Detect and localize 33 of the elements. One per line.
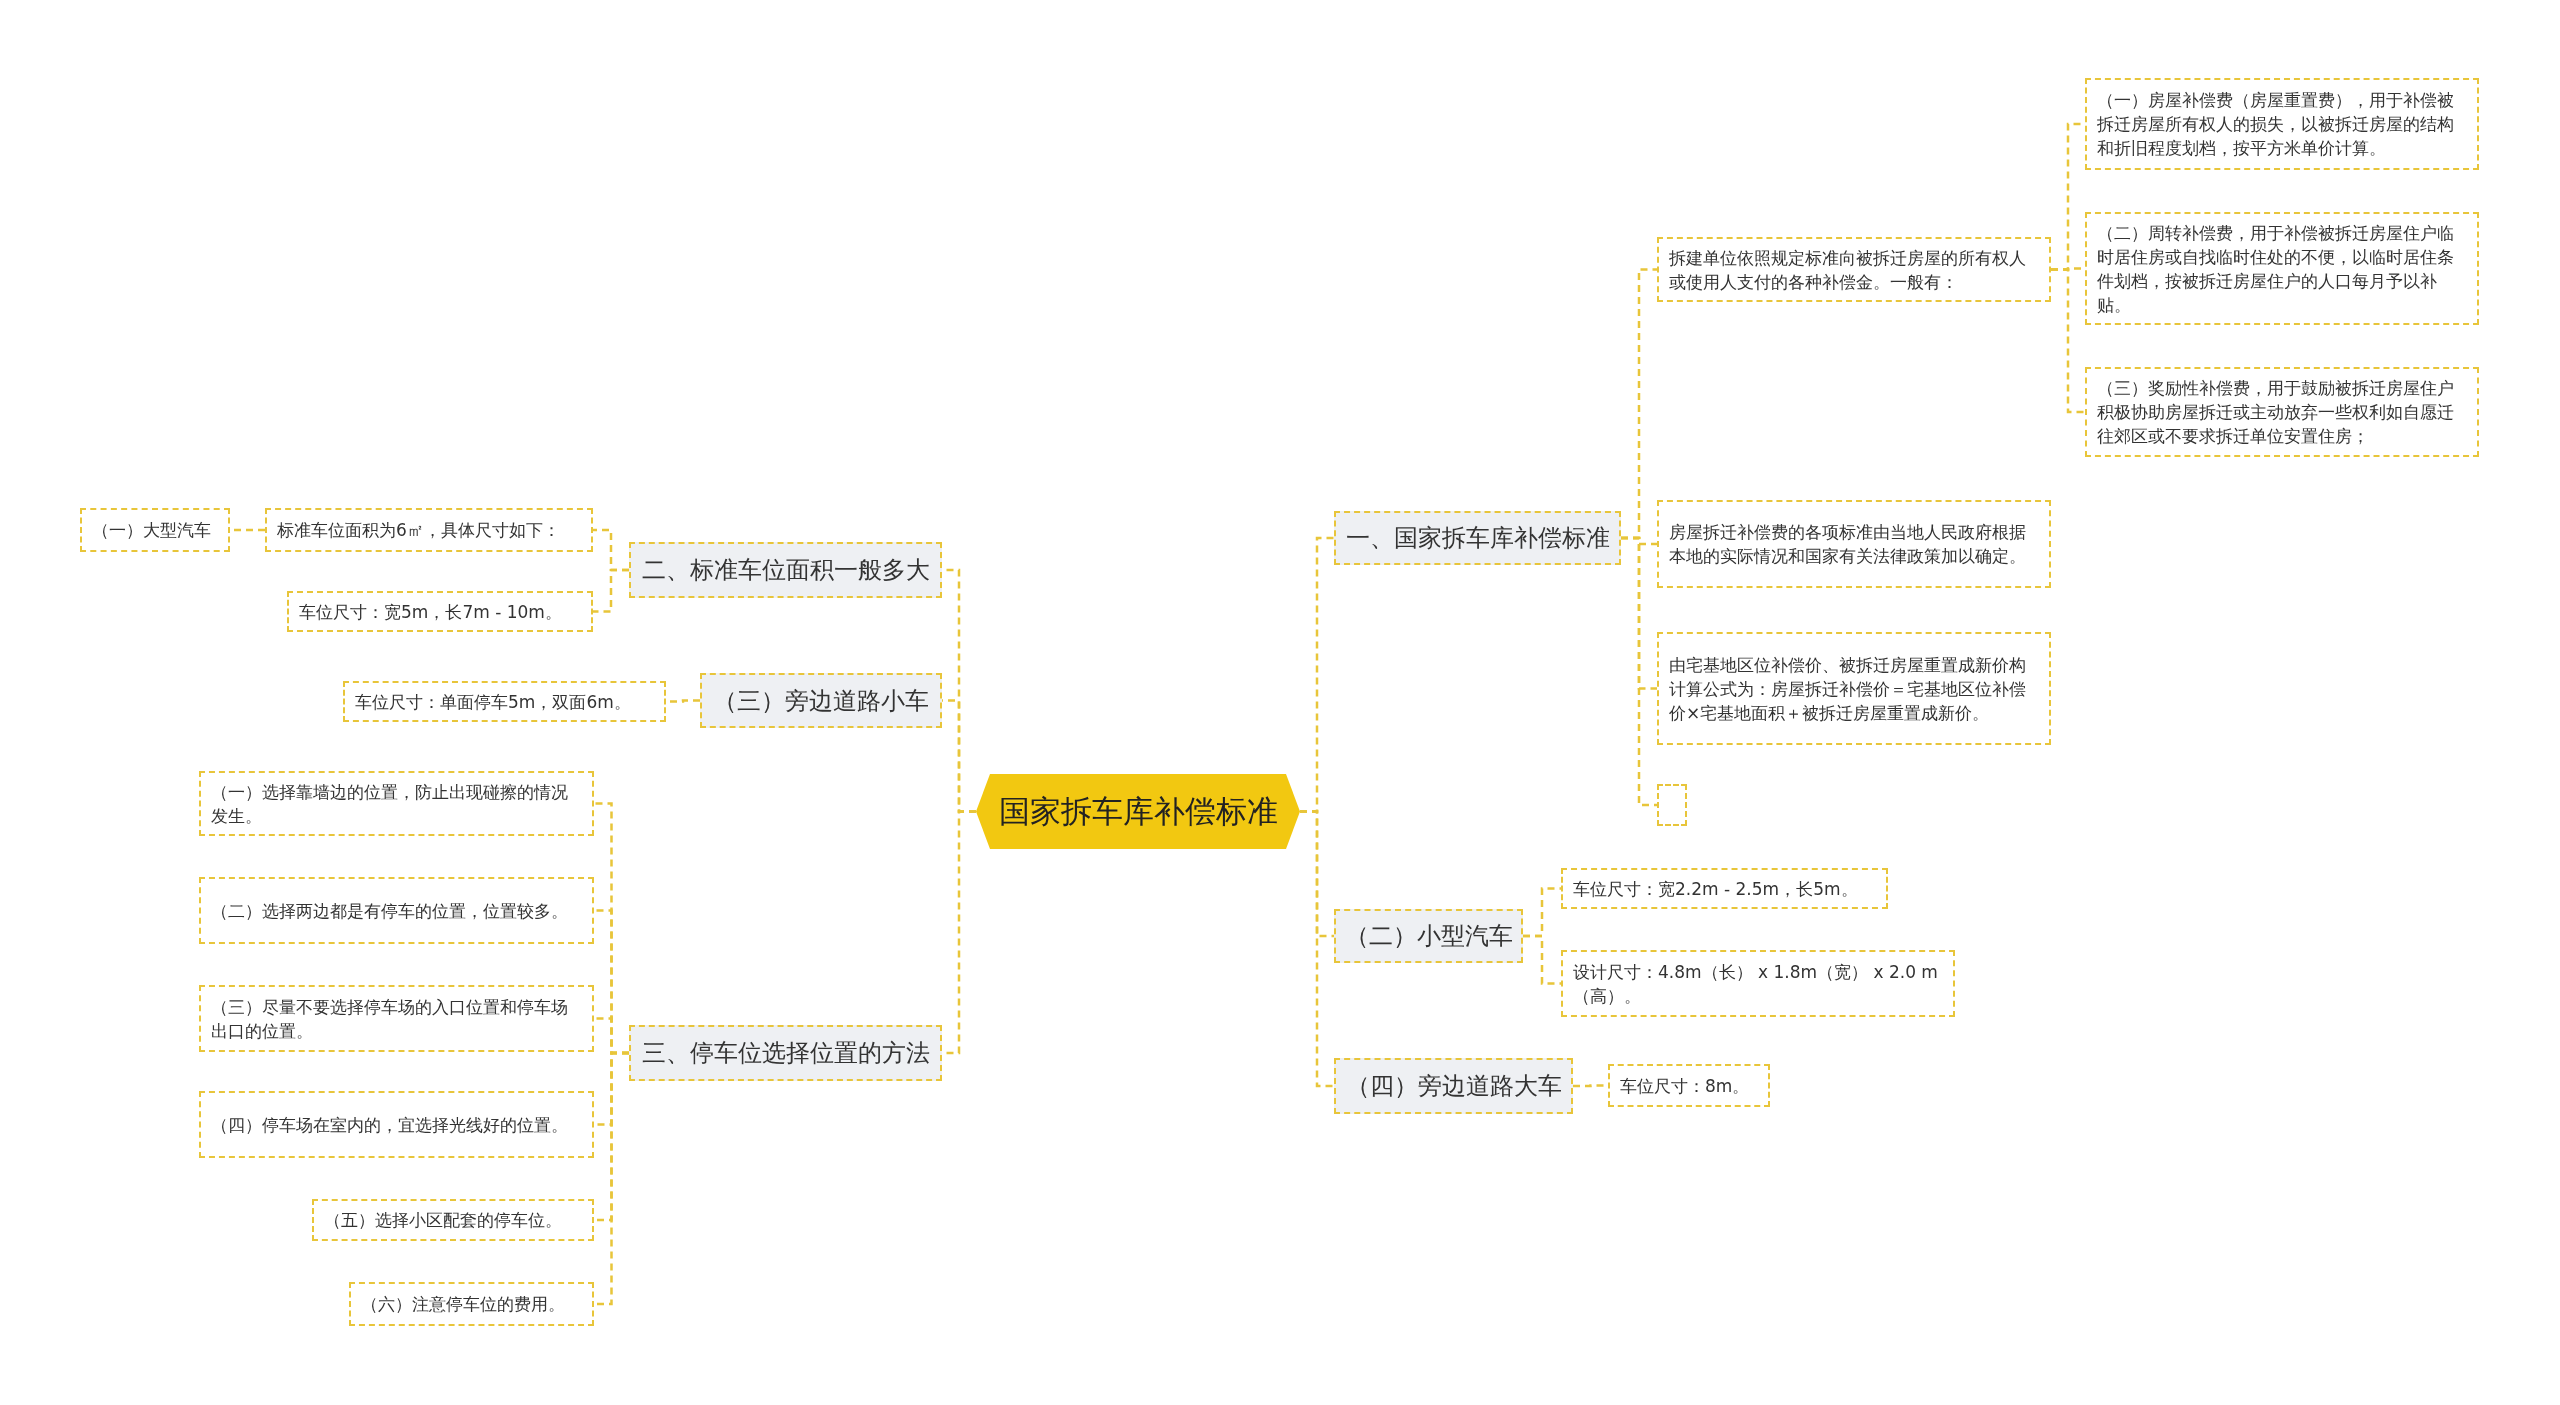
branch-box: （三）旁边道路小车 — [700, 673, 942, 728]
note-box: 设计尺寸：4.8m（长） x 1.8m（宽） x 2.0 m（高）。 — [1561, 950, 1955, 1017]
note-box: 车位尺寸：宽2.2m - 2.5m，长5m。 — [1561, 868, 1888, 909]
note-box: 标准车位面积为6㎡，具体尺寸如下： — [265, 508, 593, 552]
connector-line — [2051, 268, 2085, 414]
topic-hexagon: 国家拆车库补偿标准 — [976, 774, 1300, 849]
note-box: 房屋拆迁补偿费的各项标准由当地人民政府根据本地的实际情况和国家有关法律政策加以确定。 — [1657, 500, 2051, 588]
branch-box: （二）小型汽车 — [1334, 909, 1523, 963]
note-box: 车位尺寸：单面停车5m，双面6m。 — [343, 681, 666, 722]
connector-line — [593, 568, 629, 613]
branch-box: 三、停车位选择位置的方法 — [629, 1025, 942, 1081]
branch-box: 一、国家拆车库补偿标准 — [1334, 511, 1621, 565]
note-box: 由宅基地区位补偿价、被拆迁房屋重置成新价构计算公式为：房屋拆迁补偿价＝宅基地区位补偿价×宅基地面积＋被拆迁房屋重置成新价。 — [1657, 632, 2051, 745]
note-box: 车位尺寸：8m。 — [1608, 1064, 1770, 1107]
connector-line — [1523, 934, 1561, 985]
branch-box: （四）旁边道路大车 — [1334, 1058, 1573, 1114]
empty-box — [1657, 784, 1687, 826]
note-box: （一）房屋补偿费（房屋重置费），用于补偿被拆迁房屋所有权人的损失，以被拆迁房屋的结构和折旧程度划档，按平方米单价计算。 — [2085, 78, 2479, 170]
note-box: （六）注意停车位的费用。 — [349, 1282, 594, 1326]
note-box: （一）大型汽车 — [80, 508, 230, 552]
connector-line — [1300, 810, 1334, 1088]
connector-line — [594, 1051, 629, 1306]
note-box: （五）选择小区配套的停车位。 — [312, 1199, 594, 1241]
note-box: （二）周转补偿费，用于补偿被拆迁房屋住户临时居住房或自找临时住处的不便，以临时居住条件划档，按被拆迁房屋住户的人口每月予以补贴。 — [2085, 212, 2479, 325]
branch-box: 二、标准车位面积一般多大 — [629, 542, 942, 598]
note-box: （四）停车场在室内的，宜选择光线好的位置。 — [199, 1091, 594, 1158]
connector-line — [1621, 536, 1657, 807]
note-box: 车位尺寸：宽5m，长7m - 10m。 — [287, 591, 593, 632]
note-box: （一）选择靠墙边的位置，防止出现碰擦的情况发生。 — [199, 771, 594, 836]
note-box: （二）选择两边都是有停车的位置，位置较多。 — [199, 877, 594, 944]
note-box: 拆建单位依照规定标准向被拆迁房屋的所有权人或使用人支付的各种补偿金。一般有： — [1657, 237, 2051, 302]
note-box: （三）尽量不要选择停车场的入口位置和停车场出口的位置。 — [199, 985, 594, 1052]
note-box: （三）奖励性补偿费，用于鼓励被拆迁房屋住户积极协助房屋拆迁或主动放弃一些权利如自愿迁往郊区或不要求拆迁单位安置住房； — [2085, 367, 2479, 457]
